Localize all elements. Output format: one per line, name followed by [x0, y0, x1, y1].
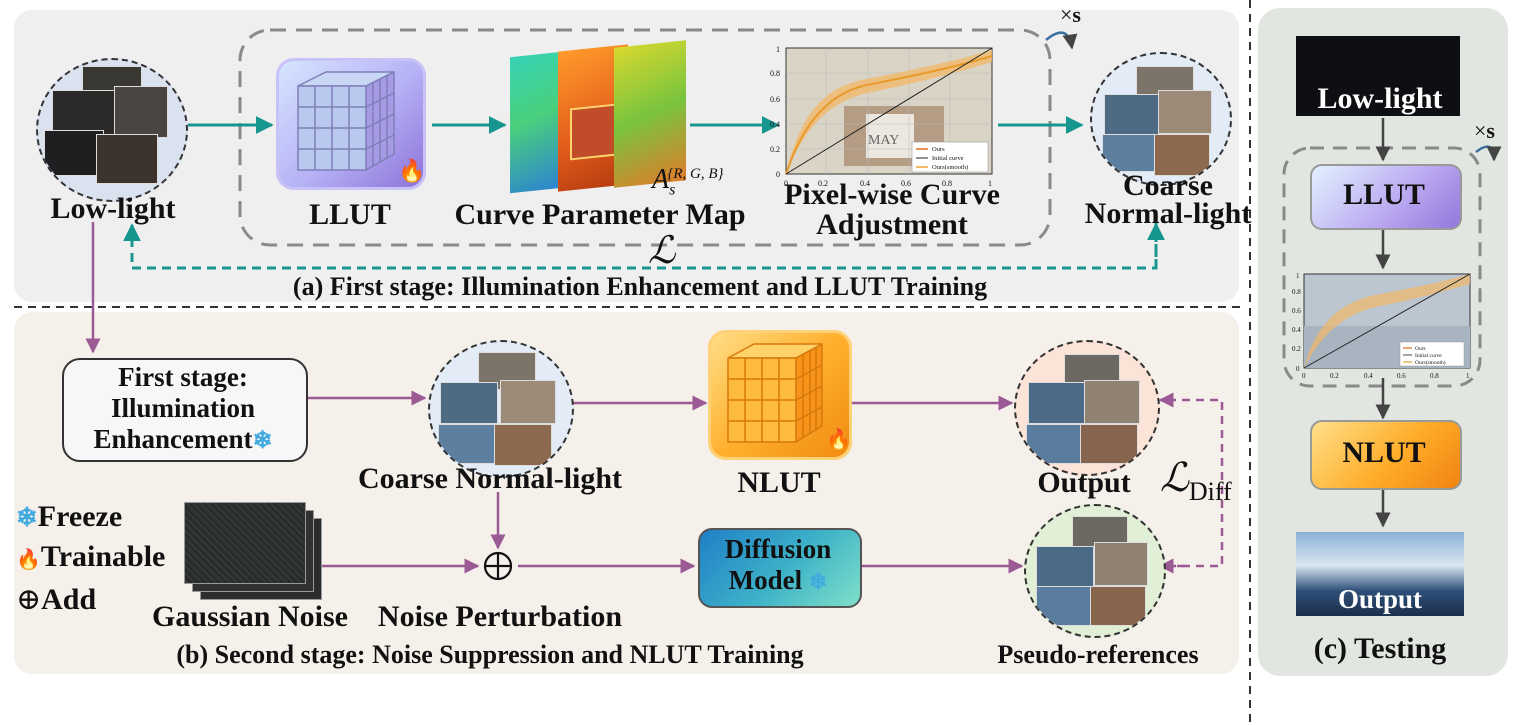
svg-text:1: 1: [1296, 272, 1300, 280]
pseudo-references-label: Pseudo-references: [997, 640, 1199, 669]
svg-text:0.8: 0.8: [942, 179, 952, 188]
diffusion-model-label: Diffusion Model ❄: [724, 534, 832, 595]
repeat-count-testing: ×s: [1474, 118, 1495, 143]
testing-output-label: Output: [1337, 584, 1423, 614]
svg-text:0: 0: [776, 170, 780, 179]
loss-diff-symbol: ℒDiff: [1160, 455, 1232, 506]
svg-text:Ours(smooth): Ours(smooth): [932, 164, 968, 171]
svg-text:0.2: 0.2: [770, 145, 780, 154]
repeat-loop-stage1: [1045, 31, 1078, 50]
curve-smooth: [785, 55, 993, 175]
svg-text:1: 1: [1466, 372, 1470, 380]
svg-text:0.2: 0.2: [1292, 345, 1301, 353]
diffusion-model-box: [698, 528, 862, 608]
svg-text:0.2: 0.2: [1330, 372, 1339, 380]
svg-text:0.2: 0.2: [818, 179, 828, 188]
first-stage-box-text: First stage: Illumination Enhancement❄: [93, 362, 273, 454]
caption-second-stage: (b) Second stage: Noise Suppression and …: [176, 640, 804, 669]
coarse-normal-light-label-stage2: Coarse Normal-light: [357, 462, 623, 495]
svg-text:0.6: 0.6: [770, 95, 780, 104]
nlut-label: NLUT: [737, 466, 821, 499]
svg-text:1: 1: [988, 179, 992, 188]
coarse-normal-light-circle: [1090, 52, 1232, 186]
parameter-symbol: As{R, G, B}: [652, 164, 724, 199]
svg-text:0.8: 0.8: [1430, 372, 1439, 380]
svg-text:Initial curve: Initial curve: [932, 155, 964, 162]
legend-freeze: ❄Freeze: [16, 500, 123, 533]
svg-text:0.4: 0.4: [1292, 326, 1301, 334]
testing-low-light-label: Low-light: [1317, 82, 1443, 115]
low-light-input-circle: [36, 58, 188, 202]
legend-add: ⊕Add: [16, 583, 97, 616]
add-icon: ⊕: [16, 583, 42, 616]
testing-llut-label: LLUT: [1343, 178, 1425, 211]
curve-adjustment-label: Pixel-wise Curve Adjustment: [784, 178, 1000, 241]
first-stage-frozen-box: [62, 358, 308, 462]
svg-text:0.4: 0.4: [770, 120, 780, 129]
svg-text:Ours(smooth): Ours(smooth): [1415, 359, 1446, 366]
svg-text:0: 0: [1302, 372, 1306, 380]
legend-trainable: 🔥Trainable: [16, 540, 166, 573]
llut-cube: 🔥: [276, 58, 426, 190]
calendar-text: MAY: [868, 133, 899, 148]
coarse-normal-light-circle-stage2: [428, 340, 574, 478]
svg-text:0.4: 0.4: [860, 179, 870, 188]
flame-icon: 🔥: [826, 429, 851, 451]
svg-text:0.8: 0.8: [770, 69, 780, 78]
gaussian-noise-label: Gaussian Noise: [152, 600, 348, 633]
testing-llut-box: [1310, 164, 1462, 230]
svg-text:Ours: Ours: [932, 146, 945, 153]
svg-text:Ours: Ours: [1415, 346, 1426, 352]
output-label: Output: [1037, 466, 1131, 499]
svg-text:0: 0: [784, 179, 788, 188]
loss-symbol-stage1: ℒ: [648, 230, 676, 272]
testing-output-image: [1296, 532, 1464, 616]
svg-text:Initial curve: Initial curve: [1415, 353, 1442, 359]
loss-loop-stage1: [123, 218, 1158, 270]
pseudo-references-circle: [1024, 504, 1166, 638]
output-circle: [1014, 340, 1160, 476]
repeat-box-stage1: [238, 28, 1052, 247]
curve-plot-testing: Ours Initial curve Ours(smooth) 0 0.2 0.…: [1292, 272, 1471, 380]
snowflake-icon: ❄: [808, 569, 828, 594]
add-operator: [483, 551, 513, 581]
caption-testing: (c) Testing: [1313, 632, 1447, 665]
gaussian-noise-stack: [184, 502, 324, 600]
coarse-normal-light-label: Coarse Normal-light: [1084, 169, 1252, 230]
nlut-cube: 🔥: [708, 330, 852, 460]
svg-text:0.6: 0.6: [1292, 307, 1301, 315]
svg-text:0.6: 0.6: [1397, 372, 1406, 380]
testing-nlut-box: [1310, 420, 1462, 490]
snowflake-icon: ❄: [16, 503, 38, 532]
llut-label: LLUT: [309, 198, 391, 231]
noise-perturbation-label: Noise Perturbation: [377, 600, 623, 633]
repeat-count-stage1: ×s: [1060, 2, 1081, 27]
caption-first-stage: (a) First stage: Illumination Enhancemen…: [292, 272, 988, 301]
svg-text:0: 0: [1296, 365, 1300, 373]
flame-icon: 🔥: [16, 549, 41, 571]
curve-parameter-map-label: Curve Parameter Map: [454, 198, 746, 231]
low-light-label: Low-light: [50, 192, 176, 225]
svg-text:0.6: 0.6: [901, 179, 911, 188]
snowflake-icon: ❄: [252, 428, 273, 454]
testing-nlut-label: NLUT: [1342, 436, 1426, 469]
svg-text:0.8: 0.8: [1292, 288, 1301, 296]
curve-plot-stage1: MAY 0 0.2 0.4 0.6 0.8 1 0 0.2 0.4 0.6 0.…: [770, 45, 993, 188]
curve-initial: [785, 47, 993, 175]
svg-text:0.4: 0.4: [1364, 372, 1373, 380]
svg-text:1: 1: [776, 45, 780, 54]
flame-icon: 🔥: [398, 158, 426, 183]
testing-low-light-image: [1296, 36, 1460, 116]
